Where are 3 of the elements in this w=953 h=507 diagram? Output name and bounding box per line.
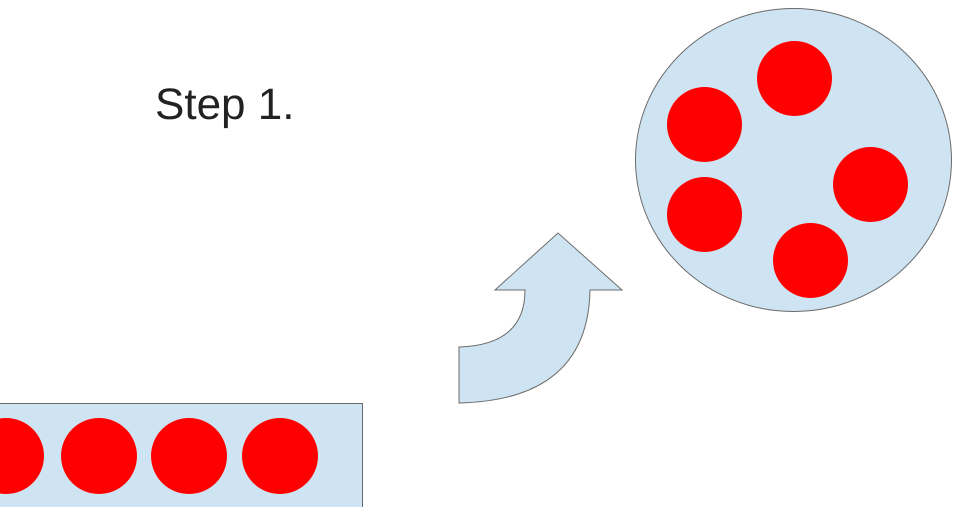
step-label: Step 1.	[155, 80, 294, 130]
container-bar	[0, 403, 363, 507]
curved-arrow	[458, 232, 622, 404]
